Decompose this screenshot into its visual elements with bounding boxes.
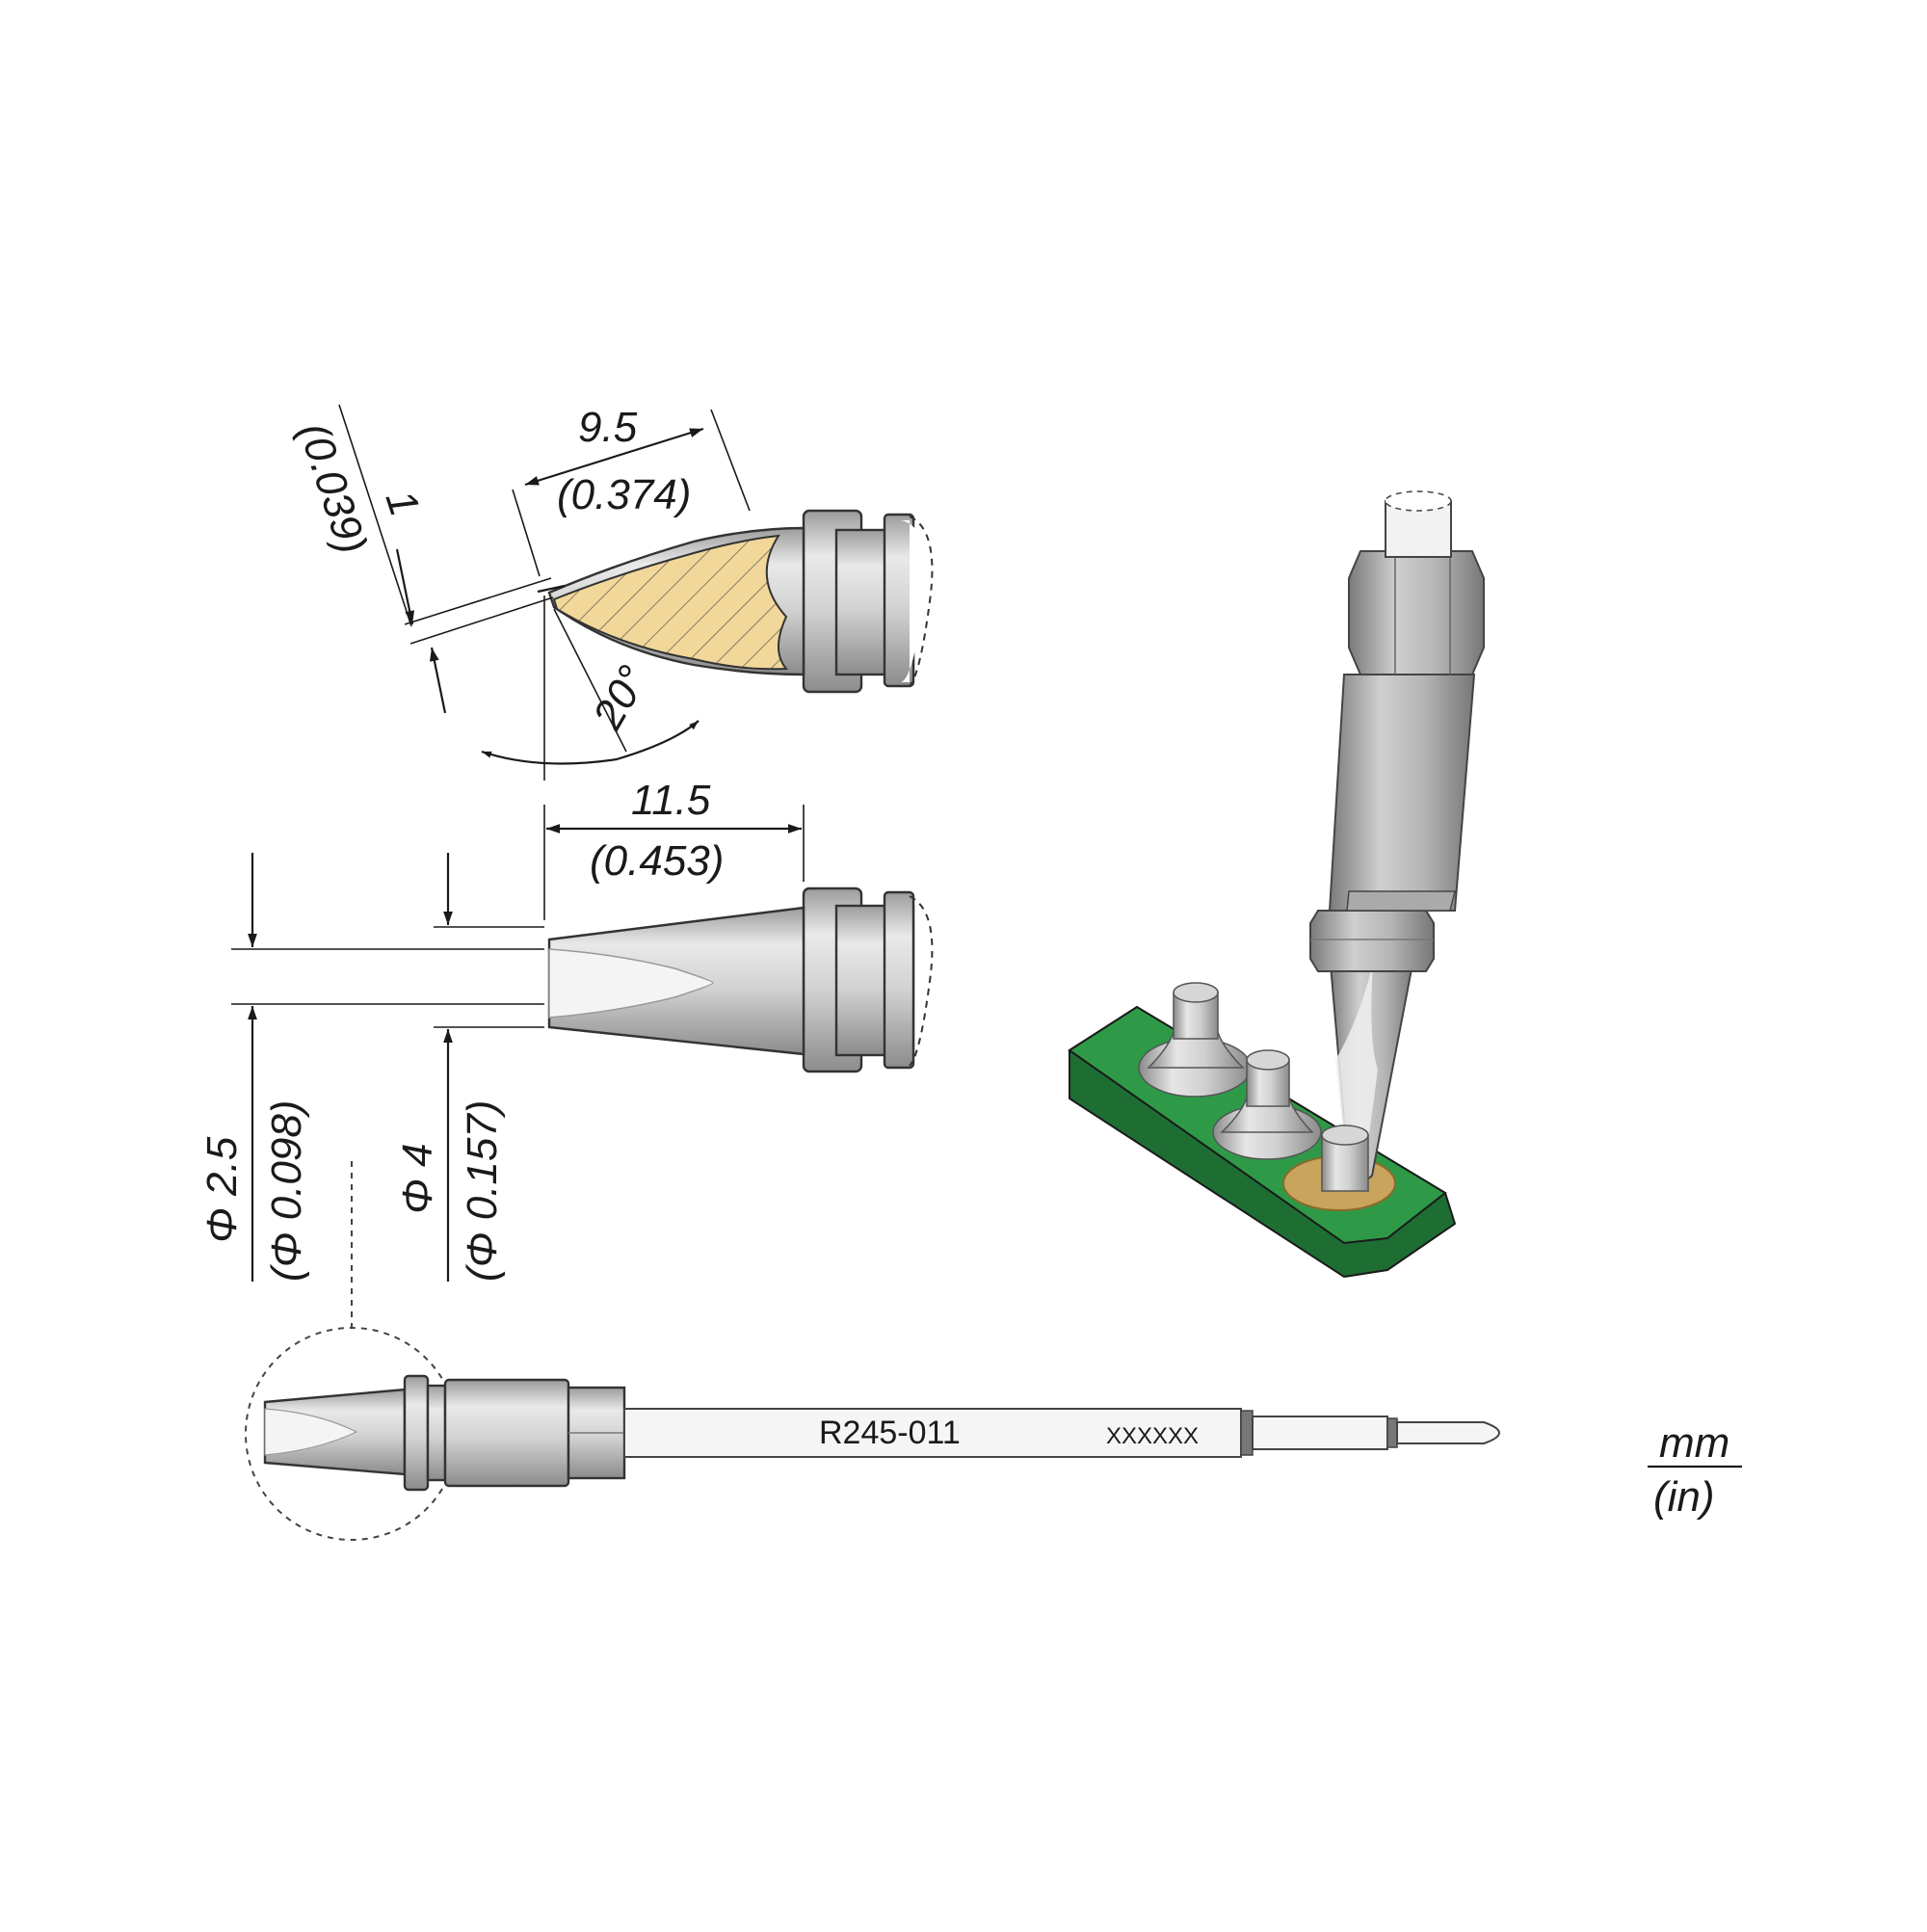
pin-1 (1138, 982, 1252, 1098)
dim-outer-diameter-mm: Φ 4 (394, 1143, 441, 1214)
tip-side-view (547, 887, 934, 1073)
cartridge-body (443, 1378, 570, 1488)
iron-sleeve (1328, 674, 1476, 912)
unit-legend: mm (in) (1648, 1419, 1742, 1521)
cartridge-serial: XXXXXX (1106, 1423, 1199, 1449)
pin-3 (1321, 1125, 1369, 1192)
usage-illustration (1068, 490, 1485, 1279)
dim-tip-length-in: (0.374) (557, 471, 691, 518)
cartridge-full-view: R245-011 XXXXXX (245, 1161, 1500, 1541)
cartridge-sensor-end (1396, 1421, 1500, 1444)
iron-upper-hex (1348, 550, 1485, 675)
unit-mm: mm (1659, 1419, 1729, 1467)
dim-outer-diameter-in: (Φ 0.157) (459, 1100, 506, 1282)
cartridge-shaft (623, 1408, 1242, 1458)
iron-hex-nut (1309, 910, 1435, 972)
cartridge-part-number: R245-011 (819, 1415, 961, 1451)
dim-tip-reach-in: (0.453) (590, 837, 724, 885)
unit-in: (in) (1653, 1473, 1715, 1521)
dim-tip-angle-label: 20° (584, 658, 657, 738)
dim-tip-length-mm: 9.5 (578, 404, 638, 451)
dim-inner-diameter-in: (Φ 0.098) (263, 1100, 310, 1282)
dim-tip-thickness: 1 (0.039) (289, 404, 554, 714)
dim-tip-thickness-in: (0.039) (289, 417, 376, 560)
dim-diameters: Φ 2.5 (Φ 0.098) Φ 4 (Φ 0.157) (198, 853, 544, 1282)
dim-tip-reach: 11.5 (0.453) (543, 777, 805, 920)
tip-ring (883, 513, 915, 688)
dim-inner-diameter-mm: Φ 2.5 (198, 1136, 246, 1243)
tip-section-view (537, 509, 934, 694)
break-line (909, 516, 934, 687)
side-ring (883, 890, 915, 1070)
dim-tip-thickness-mm: 1 (376, 485, 428, 521)
pin-2 (1212, 1049, 1322, 1160)
dim-tip-reach-mm: 11.5 (631, 777, 711, 824)
side-slot (548, 948, 714, 1019)
dim-tip-length: 9.5 (0.374) (512, 404, 751, 577)
solder-section (552, 534, 789, 671)
